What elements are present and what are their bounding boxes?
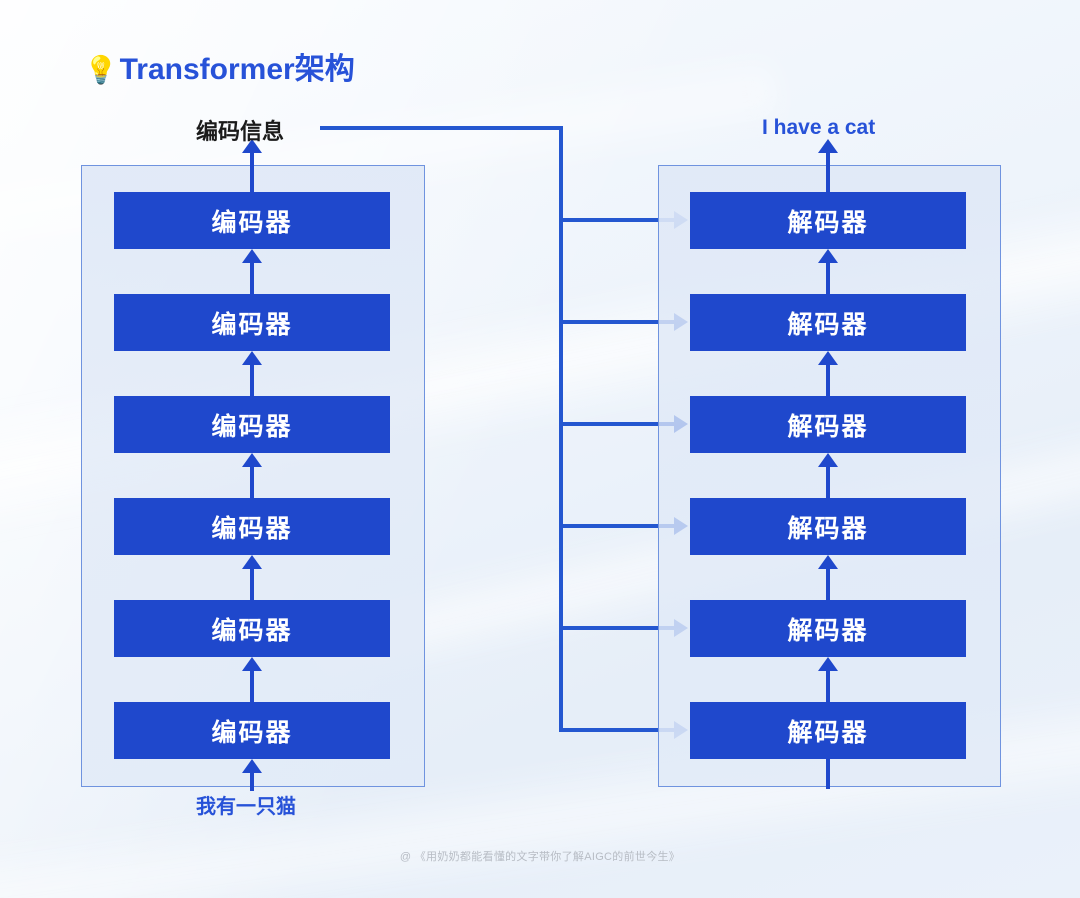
encoder-block-label: 编码器 [211, 718, 293, 747]
encoded-info-label: 编码信息 [196, 119, 285, 144]
encoder-output-arrow [242, 139, 262, 153]
footer-credit: @ 《用奶奶都能看懂的文字带你了解AIGC的前世今生》 [399, 851, 681, 863]
input-text-label: 我有一只猫 [196, 796, 296, 818]
encoder-flow-arrow [242, 453, 262, 467]
decoder-flow-arrow [818, 555, 838, 569]
decoder-block-label: 解码器 [787, 310, 869, 339]
decoder-block-2[interactable]: 解码器 [690, 294, 966, 351]
decoder-flow-arrow [818, 453, 838, 467]
encoder-block-label: 编码器 [211, 514, 293, 543]
encoder-flow-line [250, 467, 254, 498]
encoder-flow-line [250, 569, 254, 600]
decoder-block-label: 解码器 [787, 412, 869, 441]
cross-attention-branch-1 [559, 218, 676, 222]
decoder-flow-line [826, 365, 830, 396]
output-text-label: I have a cat [762, 116, 876, 139]
decoder-output-arrow [818, 139, 838, 153]
encoder-flow-line [250, 365, 254, 396]
encoder-flow-line [250, 263, 254, 294]
cross-attention-branch-3 [559, 422, 676, 426]
encoder-block-label: 编码器 [211, 616, 293, 645]
page-title-text: Transformer架构 [119, 53, 355, 86]
decoder-block-label: 解码器 [787, 514, 869, 543]
encoder-input-arrow [242, 759, 262, 773]
decoder-input-line [826, 759, 830, 789]
cross-attention-branch-2 [559, 320, 676, 324]
encoder-flow-line [250, 671, 254, 702]
encoder-flow-arrow [242, 351, 262, 365]
decoder-block-5[interactable]: 解码器 [690, 600, 966, 657]
decoder-block-label: 解码器 [787, 718, 869, 747]
decoder-flow-line [826, 263, 830, 294]
decoder-flow-arrow [818, 351, 838, 365]
cross-attention-branch-4 [559, 524, 676, 528]
encoder-flow-arrow [242, 657, 262, 671]
decoder-flow-line [826, 671, 830, 702]
decoder-flow-line [826, 467, 830, 498]
decoder-output-line [826, 152, 830, 192]
encoder-block-label: 编码器 [211, 310, 293, 339]
encoder-block-label: 编码器 [211, 412, 293, 441]
encoder-block-2[interactable]: 编码器 [114, 294, 390, 351]
encoder-block-3[interactable]: 编码器 [114, 396, 390, 453]
encoded-info-bus-vertical [559, 126, 563, 731]
encoder-block-4[interactable]: 编码器 [114, 498, 390, 555]
decoder-flow-line [826, 569, 830, 600]
cross-attention-branch-5 [559, 626, 676, 630]
decoder-block-3[interactable]: 解码器 [690, 396, 966, 453]
encoder-flow-arrow [242, 555, 262, 569]
encoder-block-label: 编码器 [211, 208, 293, 237]
decoder-block-label: 解码器 [787, 208, 869, 237]
encoder-block-5[interactable]: 编码器 [114, 600, 390, 657]
encoded-info-bus-top [320, 126, 563, 130]
decoder-block-6[interactable]: 解码器 [690, 702, 966, 759]
decoder-block-label: 解码器 [787, 616, 869, 645]
lightbulb-icon: 💡 [84, 55, 118, 85]
decoder-block-4[interactable]: 解码器 [690, 498, 966, 555]
page-title: 💡Transformer架构 [84, 44, 355, 88]
encoder-block-1[interactable]: 编码器 [114, 192, 390, 249]
decoder-block-1[interactable]: 解码器 [690, 192, 966, 249]
encoder-output-line [250, 152, 254, 192]
cross-attention-branch-6 [559, 728, 676, 732]
decoder-flow-arrow [818, 657, 838, 671]
decoder-flow-arrow [818, 249, 838, 263]
encoder-input-line [250, 773, 254, 791]
encoder-block-6[interactable]: 编码器 [114, 702, 390, 759]
encoder-flow-arrow [242, 249, 262, 263]
